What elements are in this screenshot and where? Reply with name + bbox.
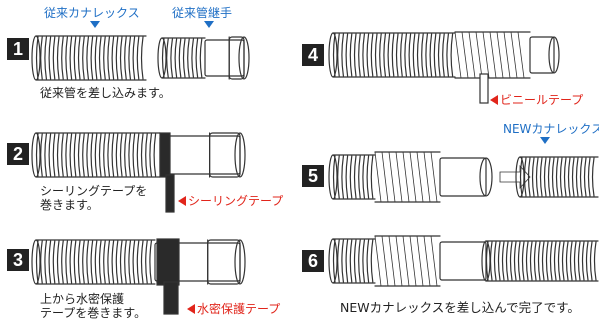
step4-vinyl-wrap-wrap-lines	[454, 31, 525, 79]
step2-sealing-band	[159, 132, 171, 178]
step2-joint-body	[159, 135, 241, 175]
step6-pipe-ribs	[332, 239, 374, 283]
step-1-number: 1	[7, 38, 29, 60]
step3-pipe-ribs	[35, 240, 152, 284]
step1-joint-pipe-end	[157, 37, 167, 79]
step5-new-pipe-ribs	[519, 157, 595, 197]
step6-vinyl-wrap-wrap-lines	[374, 235, 438, 287]
old-kanalex-arrow	[90, 21, 100, 28]
step5-joint-socket	[439, 157, 487, 197]
step1-joint-pipe-ribs	[161, 38, 203, 78]
step3-watertight-tail	[163, 281, 179, 315]
watertight-tape-label: 水密保護テープ	[187, 300, 280, 317]
step-3-number: 3	[7, 249, 29, 271]
step4-vinyl-tail	[479, 73, 489, 104]
sealing-tape-label: シーリングテープ	[178, 192, 283, 209]
step2-pipe-end	[31, 132, 41, 178]
step1-joint-socket-end	[238, 36, 250, 80]
step5-pipe-ribs	[332, 155, 374, 199]
step1-joint-body	[204, 39, 245, 77]
step4-joint-end	[529, 36, 555, 74]
sealing-tape-text: シーリングテープ	[188, 194, 284, 208]
sealing-tape-arrow-icon	[178, 196, 186, 206]
step6-joint-socket	[439, 241, 487, 281]
old-joint-label: 従来管継手	[172, 6, 233, 20]
step-2-caption-line2: 巻きます。	[40, 198, 99, 212]
step5-vinyl-wrap-wrap-lines	[374, 151, 438, 203]
step2-pipe-ribs	[35, 133, 157, 177]
step3-joint-socket	[207, 239, 241, 285]
watertight-tape-arrow-icon	[187, 304, 195, 314]
step-6-caption: NEWカナレックスを差し込んで完了です。	[340, 300, 580, 315]
step-4-number: 4	[302, 44, 324, 66]
new-kanalex-arrow	[540, 137, 550, 144]
step2-sealing-tail	[165, 174, 175, 213]
vinyl-tape-arrow-icon	[490, 95, 498, 105]
step3-joint-socket-end	[234, 239, 246, 285]
step4-pipe-ribs	[332, 33, 454, 77]
step6-new-pipe-ribs	[485, 241, 597, 281]
step4-pipe-end	[328, 32, 338, 78]
step5-new-pipe-end	[515, 156, 525, 198]
step5-joint-socket-end	[479, 157, 493, 197]
step5-insert-arrow	[499, 164, 531, 190]
step1-pipe-end	[31, 35, 41, 81]
old-joint-arrow	[204, 21, 214, 28]
old-kanalex-label: 従来カナレックス	[44, 6, 140, 20]
vinyl-tape-text: ビニールテープ	[500, 93, 584, 107]
step-5-number: 5	[302, 165, 324, 187]
step-3-caption-line2: テープを巻きます。	[40, 306, 147, 320]
step6-pipe-end	[328, 238, 338, 284]
step-3-caption-line1: 上から水密保護	[40, 292, 125, 306]
step2-joint-socket	[209, 132, 241, 178]
vinyl-tape-label: ビニールテープ	[490, 91, 583, 108]
new-kanalex-label: NEWカナレックス	[503, 122, 599, 136]
step3-watertight-band	[156, 238, 180, 286]
step3-pipe-end	[31, 239, 41, 285]
step1-joint-socket	[228, 36, 245, 80]
step-1-caption: 従来管を差し込みます。	[40, 86, 171, 100]
step4-joint-end-cap	[548, 36, 560, 74]
watertight-tape-text: 水密保護テープ	[197, 302, 281, 316]
step5-pipe-end	[328, 154, 338, 200]
step-2-number: 2	[7, 143, 29, 165]
step2-joint-socket-end	[234, 132, 246, 178]
step-2-caption-line1: シーリングテープを	[40, 184, 148, 198]
step1-pipe-ribs	[35, 36, 144, 80]
step6-new-pipe-end	[481, 240, 491, 282]
step-6-number: 6	[302, 250, 324, 272]
